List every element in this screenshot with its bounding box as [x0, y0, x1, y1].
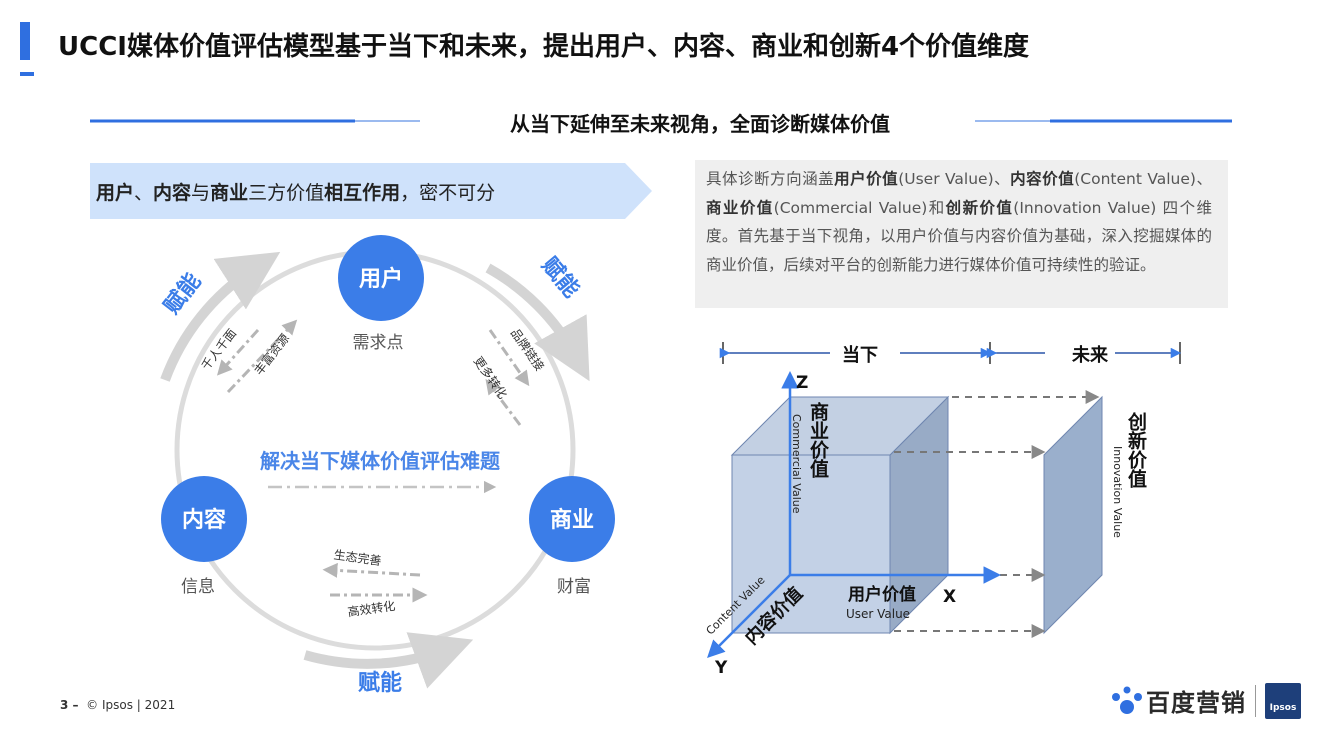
empower-arrow-bottom [303, 632, 474, 689]
empower-label-bottom: 赋能 [358, 670, 402, 696]
node-content-label: 内容 [182, 507, 226, 533]
axis-x-label: X [943, 587, 956, 607]
node-content-sub: 信息 [181, 577, 215, 597]
flow-bottom-b: 高效转化 [347, 598, 397, 620]
node-commercial [529, 476, 615, 562]
node-commercial-label: 商业 [550, 507, 594, 533]
axis-y-label: Y [714, 658, 728, 678]
section-subtitle: 从当下延伸至未来视角，全面诊断媒体价值 [510, 112, 890, 136]
cycle-center-text: 解决当下媒体价值评估难题 [260, 449, 501, 473]
title-underline [20, 72, 34, 76]
node-commercial-sub: 财富 [557, 577, 591, 597]
timeline-now: 当下 [842, 344, 878, 366]
innovation-cn: 创新价值 [1125, 411, 1148, 488]
flow-bottom-a: 生态完善 [333, 547, 383, 569]
user-cn: 用户价值 [848, 584, 916, 605]
banner-text: 用户、内容与商业三方价值相互作用，密不可分 [96, 182, 496, 204]
page-title: UCCI媒体价值评估模型基于当下和未来，提出用户、内容、商业和创新4个价值维度 [58, 32, 1030, 62]
node-user [338, 235, 424, 321]
timeline-future: 未来 [1072, 345, 1109, 366]
banner-arrow [90, 163, 652, 219]
user-en: User Value [846, 607, 910, 621]
ipsos-logo: Ipsos [1265, 683, 1301, 719]
footer: 3 – © Ipsos | 2021 [60, 698, 176, 712]
empower-arrow-left [160, 251, 281, 382]
axis-y [707, 574, 791, 658]
title-accent-bar [20, 22, 30, 60]
description-text: 具体诊断方向涵盖用户价值(User Value)、内容价值(Content Va… [706, 170, 1212, 274]
commercial-en: Commercial Value [790, 414, 803, 514]
commercial-cn: 商业价值 [807, 401, 829, 478]
node-user-label: 用户 [359, 266, 403, 292]
empower-arrow-right [485, 263, 590, 382]
axis-z-label: Z [796, 373, 808, 393]
baidu-brand-text: 百度营销 [1146, 689, 1246, 717]
logo-separator [1255, 685, 1256, 717]
node-user-sub: 需求点 [353, 333, 404, 353]
baidu-logo-icon [1112, 686, 1142, 714]
node-content [161, 476, 247, 562]
description-box [695, 160, 1228, 308]
innovation-en: Innovation Value [1111, 446, 1124, 538]
